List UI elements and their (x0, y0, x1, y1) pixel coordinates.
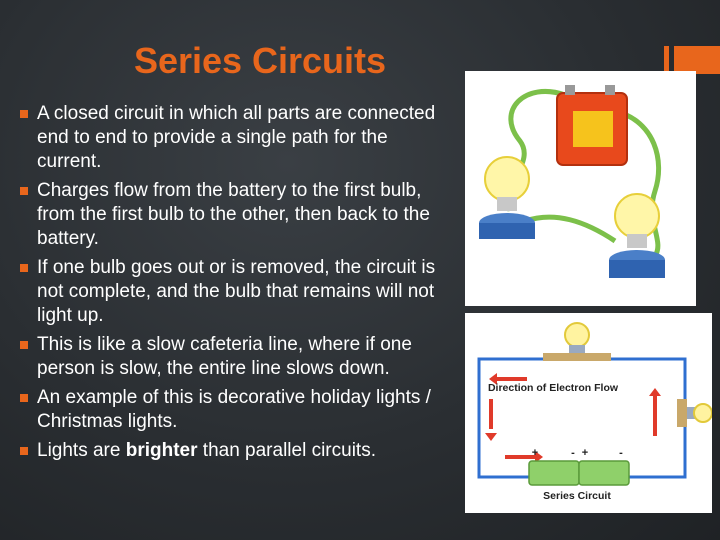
bullet-square-icon (20, 394, 28, 402)
top-bulb-holder (543, 353, 611, 361)
bullet-text-post: than parallel circuits. (197, 440, 376, 461)
arrow-down-shaft (489, 399, 493, 429)
bullet-item: This is like a slow cafeteria line, wher… (20, 333, 440, 381)
bullet-text-pre: Lights are (37, 440, 126, 461)
bullet-item: A closed circuit in which all parts are … (20, 102, 440, 174)
top-bulb-base (569, 345, 585, 353)
top-bulb-glass (564, 322, 590, 348)
series-circuit-illustration-svg (479, 85, 665, 278)
bullet-item: Lights are brighter than parallel circui… (20, 439, 440, 463)
arrow-down-icon (485, 433, 497, 441)
bulb-1-glass (484, 156, 530, 202)
flow-label: Direction of Electron Flow (488, 382, 619, 394)
arrow-left-icon (489, 373, 497, 385)
battery-minus-2: - (619, 447, 623, 459)
slide-title: Series Circuits (133, 40, 387, 81)
right-bulb-glass (693, 403, 712, 423)
bullet-text: A closed circuit in which all parts are … (37, 103, 436, 172)
battery-plus-2: + (582, 447, 588, 459)
accent-bar-left (664, 46, 669, 74)
bullet-square-icon (20, 187, 28, 195)
bullet-text: If one bulb goes out or is removed, the … (37, 257, 436, 326)
arrow-right-icon (535, 451, 543, 463)
battery-cell-1 (528, 460, 580, 486)
battery-plus-1: + (532, 447, 538, 459)
bullet-square-icon (20, 447, 28, 455)
bulb-2-socket (609, 260, 665, 278)
arrow-up-shaft (653, 396, 657, 436)
series-circuit-diagram-svg: Direction of Electron Flow + - + - Serie… (477, 322, 712, 502)
bullet-list: A closed circuit in which all parts are … (20, 102, 440, 468)
bullet-text-bold: brighter (125, 440, 198, 461)
right-bulb-base (687, 407, 695, 419)
bulb-2-base (627, 234, 647, 248)
right-bulb-holder (677, 399, 687, 427)
accent-bar-right (674, 46, 720, 74)
wire-right (614, 108, 662, 258)
diagram-caption: Series Circuit (543, 490, 611, 502)
bullet-square-icon (20, 264, 28, 272)
bulb-2-glass (614, 193, 660, 239)
arrow-up-icon (649, 388, 661, 396)
bulb-1-base (497, 197, 517, 211)
battery-minus-1: - (571, 447, 575, 459)
battery-label (573, 111, 613, 147)
battery-terminal-right (605, 85, 615, 95)
bulb-1-socket (479, 223, 535, 239)
bullet-square-icon (20, 110, 28, 118)
bullet-text: An example of this is decorative holiday… (37, 387, 431, 432)
bullet-text: This is like a slow cafeteria line, wher… (37, 334, 412, 379)
wire-bottom (524, 214, 617, 244)
bullet-item: If one bulb goes out or is removed, the … (20, 256, 440, 328)
arrow-right-shaft (505, 455, 535, 459)
battery-cell-2 (578, 460, 630, 486)
battery-terminal-left (565, 85, 575, 95)
series-circuit-illustration (465, 71, 696, 306)
series-circuit-diagram: Direction of Electron Flow + - + - Serie… (465, 313, 712, 513)
arrow-left-shaft (497, 377, 527, 381)
bullet-item: An example of this is decorative holiday… (20, 386, 440, 434)
bullet-square-icon (20, 341, 28, 349)
bullet-text: Charges flow from the battery to the fir… (37, 180, 430, 249)
bullet-item: Charges flow from the battery to the fir… (20, 179, 440, 251)
